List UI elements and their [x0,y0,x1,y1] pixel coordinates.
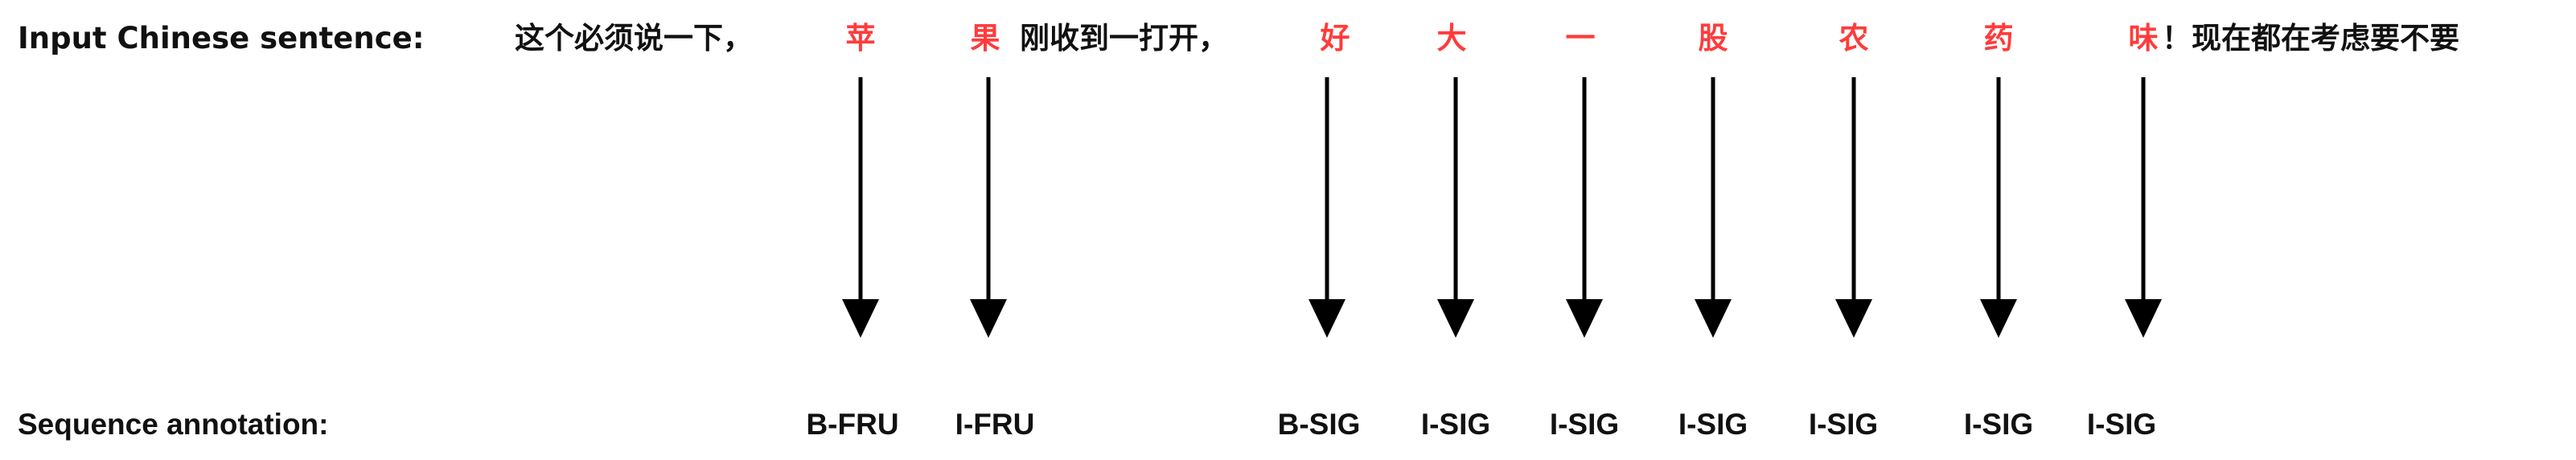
arrow [2125,77,2162,338]
token-char: 一 [1565,21,1596,55]
input-label: Input Chinese sentence: [18,21,425,55]
token-char: 果 [970,21,1000,55]
token-tag: I-SIG [1420,408,1491,441]
arrow [1835,77,1872,338]
arrow [1309,77,1346,338]
sentence-suffix: ！现在都在考虑要不要 [2162,21,2459,55]
token-char: 农 [1839,21,1869,55]
token-tag: I-SIG [1678,408,1748,441]
sentence-prefix: 这个必须说一下， [515,21,753,55]
input-sentence-row: Input Chinese sentence: 这个必须说一下， 苹 果 刚收到… [0,6,2576,71]
annotation-label: Sequence annotation: [18,408,329,441]
arrow [970,77,1007,338]
arrow [842,77,879,338]
token-char: 药 [1983,21,2014,55]
annotation-row: Sequence annotation: B-FRU I-FRU B-SIG I… [0,392,2576,457]
token-char: 苹 [845,21,876,55]
arrow [1695,77,1732,338]
token-char: 股 [1698,21,1728,55]
arrow [1980,77,2017,338]
token-tag: I-SIG [1549,408,1620,441]
token-tag: I-SIG [1808,408,1879,441]
arrow [1566,77,1603,338]
token-tag: I-SIG [1963,408,2034,441]
sentence-mid: 刚收到一打开， [1020,21,1228,55]
token-tag: I-FRU [955,408,1035,441]
token-char: 大 [1436,21,1467,55]
token-tag: I-SIG [2086,408,2157,441]
token-char: 好 [1320,21,1350,55]
token-tag: B-SIG [1277,408,1361,441]
arrow [1437,77,1474,338]
token-tag: B-FRU [806,408,899,441]
token-char: 味 [2128,21,2159,55]
